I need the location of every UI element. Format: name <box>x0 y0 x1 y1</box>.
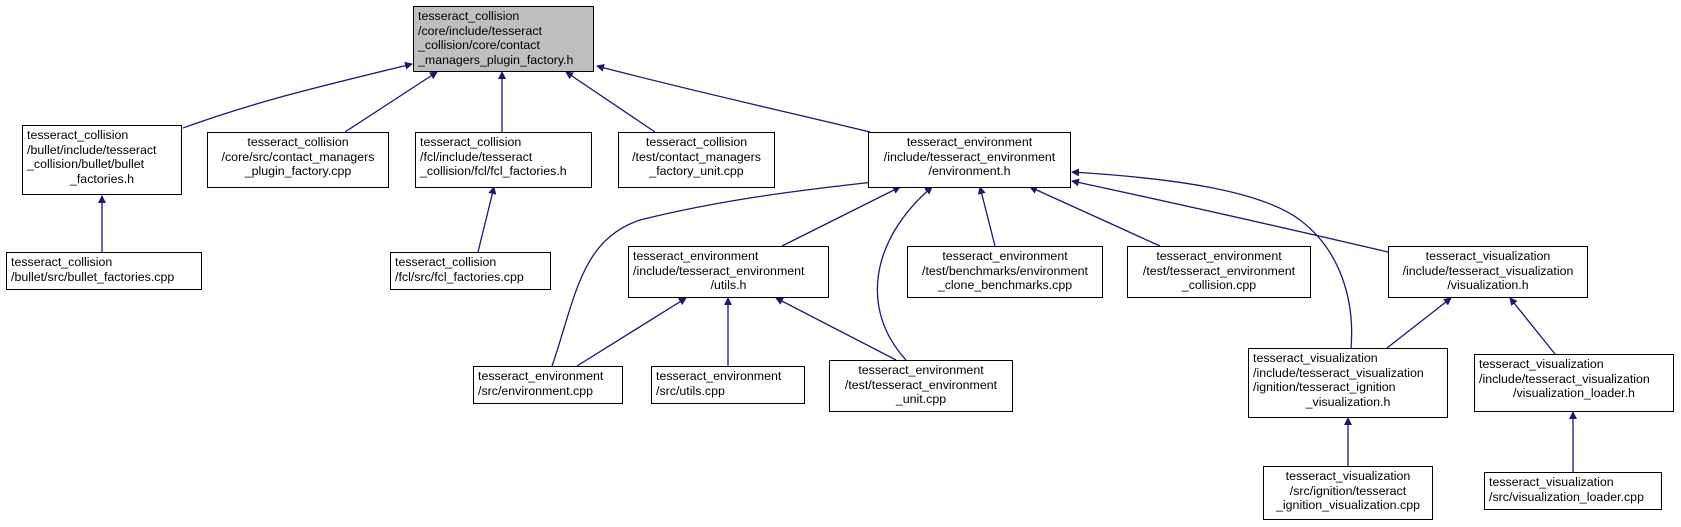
node-line: /visualization_loader.h <box>1513 386 1635 400</box>
node-tesseract-ignition-visualization-cpp[interactable]: tesseract_visualization /src/ignition/te… <box>1263 466 1433 520</box>
node-visualization-loader-cpp[interactable]: tesseract_visualization /src/visualizati… <box>1484 472 1662 510</box>
node-line: tesseract_environment <box>633 249 759 263</box>
node-line: /fcl/include/tesseract <box>420 149 533 164</box>
node-line: _plugin_factory.cpp <box>244 164 352 178</box>
node-line: _factory_unit.cpp <box>649 164 744 178</box>
node-line: _ignition_visualization.cpp <box>1276 498 1420 512</box>
node-line: tesseract_environment <box>858 363 984 377</box>
node-line: /test/contact_managers <box>632 149 761 164</box>
node-line: tesseract_environment <box>478 369 604 383</box>
node-line: /visualization.h <box>1447 278 1529 292</box>
node-line: tesseract_environment <box>942 249 1068 263</box>
node-fcl-factories-h[interactable]: tesseract_collision /fcl/include/tessera… <box>415 132 592 188</box>
node-tesseract-environment-unit-cpp[interactable]: tesseract_environment /test/tesseract_en… <box>829 360 1013 412</box>
node-line: /test/tesseract_environment <box>844 377 998 392</box>
node-line: tesseract_environment <box>1156 249 1282 263</box>
edge-env-cpp-to-env-h <box>551 177 884 367</box>
node-utils-cpp[interactable]: tesseract_environment /src/utils.cpp <box>651 366 805 404</box>
edge-env-cpp-to-utils-h <box>576 297 687 367</box>
node-line: /include/tesseract_environment <box>633 263 805 278</box>
edge-fcl-cpp-to-fcl-h <box>477 186 497 253</box>
node-line: tesseract_collision <box>395 255 497 269</box>
node-visualization-h[interactable]: tesseract_visualization /include/tessera… <box>1388 246 1588 298</box>
edge-utils-h-to-env-h <box>781 186 901 247</box>
node-line: _factories.h <box>69 171 135 186</box>
node-line: _collision/core/contact <box>418 38 540 52</box>
node-line: tesseract_environment <box>656 369 782 383</box>
node-line: /src/ignition/tesseract <box>1289 483 1407 498</box>
edge-vis-h-to-env-h <box>1071 178 1389 253</box>
node-tesseract-ignition-visualization-h[interactable]: tesseract_visualization /include/tessera… <box>1248 348 1448 418</box>
node-line: tesseract_collision <box>418 9 520 23</box>
node-line: tesseract_visualization <box>1479 357 1604 371</box>
node-line: /environment.h <box>928 164 1011 178</box>
node-fcl-factories-cpp[interactable]: tesseract_collision /fcl/src/fcl_factori… <box>390 252 551 290</box>
node-line: /include/tesseract_visualization <box>1479 371 1650 386</box>
node-line: tesseract_collision <box>27 128 129 142</box>
node-line: _managers_plugin_factory.h <box>418 52 574 67</box>
node-line: tesseract_visualization <box>1489 475 1614 489</box>
node-line: /test/tesseract_environment <box>1142 263 1296 278</box>
edge-bench-cpp-to-env-h <box>977 186 996 247</box>
node-line: /ignition/tesseract_ignition <box>1253 380 1396 394</box>
node-line: /core/include/tesseract <box>418 23 542 38</box>
edge-coll-cpp-to-env-h <box>1029 186 1161 247</box>
node-environment-clone-benchmarks-cpp[interactable]: tesseract_environment /test/benchmarks/e… <box>907 246 1103 298</box>
node-line: /include/tesseract_environment <box>883 149 1056 164</box>
node-line: /include/tesseract_visualization <box>1253 365 1424 380</box>
node-utils-h[interactable]: tesseract_environment /include/tesseract… <box>628 246 829 298</box>
node-line: tesseract_collision <box>11 255 113 269</box>
node-environment-cpp[interactable]: tesseract_environment /src/environment.c… <box>473 366 623 404</box>
node-line: tesseract_collision <box>420 135 522 149</box>
node-line: _unit.cpp <box>895 392 947 406</box>
edge-env-h-to-root <box>596 63 871 133</box>
node-line: /bullet/src/bullet_factories.cpp <box>11 269 175 284</box>
node-line: _visualization.h <box>1305 394 1391 409</box>
node-line: tesseract_visualization <box>1425 249 1551 263</box>
node-line: /utils.h <box>710 278 747 292</box>
node-bullet-factories-h[interactable]: tesseract_collision /bullet/include/tess… <box>22 125 182 195</box>
edge-env-unit-cpp-to-env-h <box>876 186 933 361</box>
edge-env-unit-cpp-to-utils-h <box>775 297 897 361</box>
node-line: /test/benchmarks/environment <box>922 263 1088 278</box>
node-line: /src/environment.cpp <box>478 383 594 398</box>
edge-cm-plugin-cpp-to-root <box>344 71 438 133</box>
node-bullet-factories-cpp[interactable]: tesseract_collision /bullet/src/bullet_f… <box>6 252 202 290</box>
node-tesseract-environment-collision-cpp[interactable]: tesseract_environment /test/tesseract_en… <box>1127 246 1311 298</box>
node-line: /src/visualization_loader.cpp <box>1489 489 1644 504</box>
node-line: tesseract_visualization <box>1285 469 1411 483</box>
node-environment-h[interactable]: tesseract_environment /include/tesseract… <box>868 132 1071 188</box>
node-contact-managers-factory-unit-cpp[interactable]: tesseract_collision /test/contact_manage… <box>618 132 775 188</box>
edge-ign-h-to-vis-h <box>1386 297 1452 349</box>
node-visualization-loader-h[interactable]: tesseract_visualization /include/tessera… <box>1474 354 1674 412</box>
node-line: tesseract_collision <box>247 135 349 149</box>
node-line: tesseract_collision <box>645 135 748 149</box>
node-line: /fcl/src/fcl_factories.cpp <box>395 269 524 284</box>
node-contact-managers-plugin-factory-h: tesseract_collision /core/include/tesser… <box>413 6 594 72</box>
node-line: /bullet/include/tesseract <box>27 142 157 157</box>
node-contact-managers-plugin-factory-cpp[interactable]: tesseract_collision /core/src/contact_ma… <box>207 132 389 188</box>
edge-bullet-h-to-root <box>182 61 413 129</box>
edge-ign-h-to-env-h <box>1071 168 1353 349</box>
node-line: _clone_benchmarks.cpp <box>937 278 1073 292</box>
edge-cm-unit-cpp-to-root <box>565 71 656 133</box>
edge-loader-h-to-vis-h <box>1509 297 1556 355</box>
node-line: /include/tesseract_visualization <box>1402 263 1574 278</box>
node-line: tesseract_environment <box>906 135 1033 149</box>
node-line: _collision.cpp <box>1181 278 1257 292</box>
node-line: _collision/fcl/fcl_factories.h <box>420 164 567 178</box>
node-line: /core/src/contact_managers <box>221 149 375 164</box>
node-line: _collision/bullet/bullet <box>27 157 145 171</box>
node-line: /src/utils.cpp <box>656 383 725 398</box>
node-line: tesseract_visualization <box>1253 351 1378 365</box>
